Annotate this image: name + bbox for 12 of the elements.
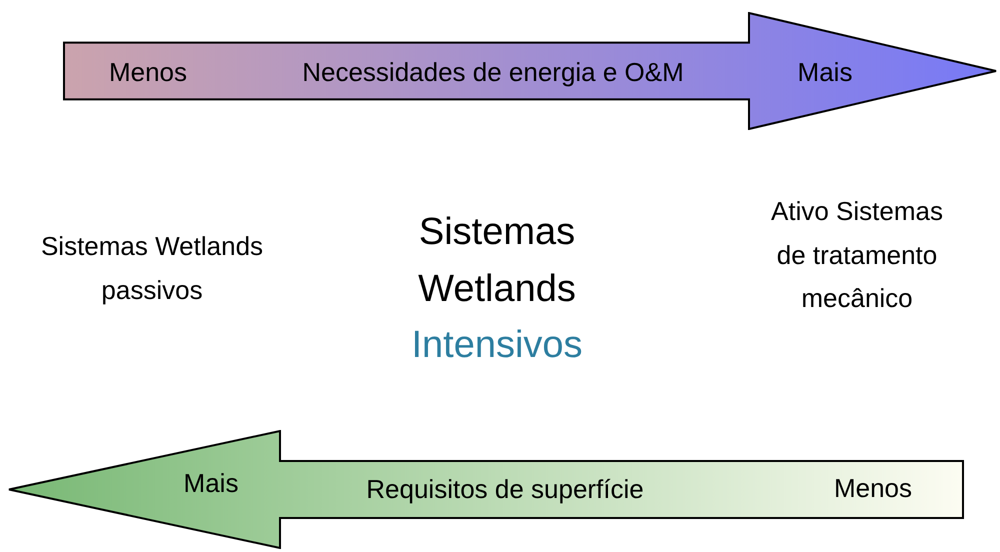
category-label: Sistemas Wetlands passivos — [40, 230, 264, 307]
direction-arrow-banner — [63, 12, 997, 130]
arrow-label: Mais — [798, 56, 852, 88]
direction-arrow-banner — [8, 430, 964, 549]
category-label: Intensivos — [410, 323, 584, 368]
arrow-label: Mais — [184, 467, 238, 499]
arrow-label: Menos — [108, 56, 188, 88]
category-label: Ativo Sistemas de tratamento mecânico — [770, 195, 944, 315]
arrow-label: Requisitos de superfície — [366, 473, 644, 505]
arrow-label: Necessidades de energia e O&M — [302, 56, 684, 88]
category-label: Sistemas Wetlands — [417, 210, 577, 312]
arrow-label: Menos — [834, 472, 912, 504]
